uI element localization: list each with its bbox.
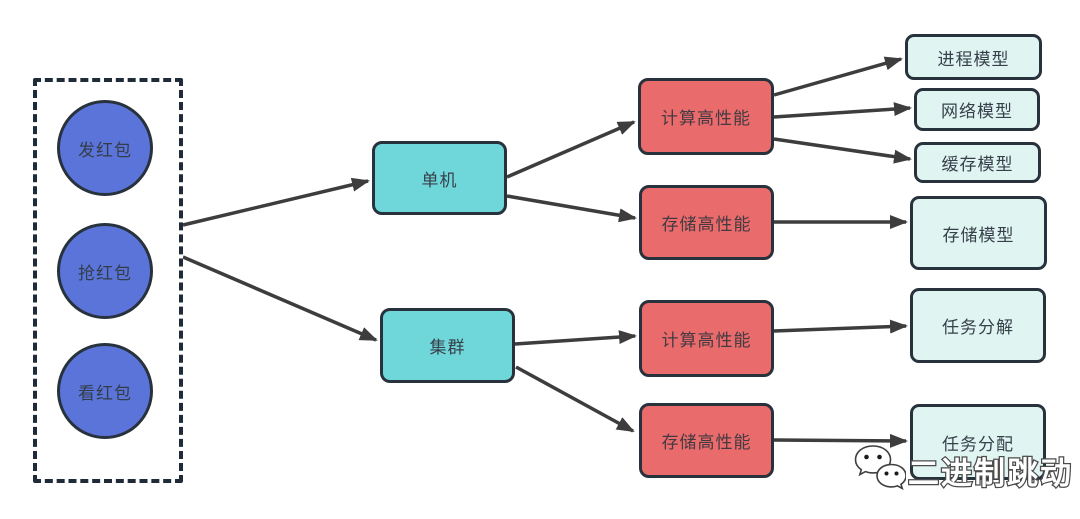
arrow-storage-to-task-allocation — [773, 433, 908, 448]
arrow-cluster-to-compute — [514, 330, 637, 346]
node-label: 计算高性能 — [661, 109, 751, 129]
node-task-allocation: 任务分配 — [910, 404, 1046, 480]
node-storage-high-perf-cluster: 存储高性能 — [639, 403, 774, 478]
node-single-machine: 单机 — [372, 141, 507, 215]
arrow-cluster-to-storage — [515, 365, 635, 433]
node-label: 进程模型 — [937, 49, 1010, 70]
node-network-model: 网络模型 — [914, 88, 1040, 131]
node-cache-model: 缓存模型 — [914, 142, 1041, 183]
node-label: 任务分解 — [942, 318, 1014, 338]
node-task-decomposition: 任务分解 — [910, 288, 1046, 363]
node-cluster: 集群 — [380, 308, 515, 383]
arrow-compute-to-process-model — [773, 56, 903, 97]
arrow-scenarios-to-single-machine — [182, 177, 370, 227]
node-storage-model: 存储模型 — [910, 196, 1047, 270]
node-label: 看红包 — [78, 383, 132, 404]
node-label: 计算高性能 — [661, 331, 752, 351]
node-label: 存储高性能 — [661, 433, 752, 453]
node-label: 网络模型 — [941, 102, 1013, 122]
arrow-compute-to-cache-model — [773, 137, 912, 164]
node-compute-high-perf-cluster: 计算高性能 — [639, 300, 774, 377]
arrow-single-machine-to-storage — [506, 194, 637, 223]
node-label: 任务分配 — [942, 434, 1014, 455]
node-label: 缓存模型 — [941, 155, 1014, 175]
node-grab-red-packet: 抢红包 — [57, 223, 153, 319]
wechat-icon — [854, 445, 906, 491]
node-label: 存储高性能 — [661, 215, 752, 235]
arrow-single-machine-to-compute — [506, 120, 636, 179]
node-label: 抢红包 — [78, 263, 132, 284]
node-storage-high-perf-single: 存储高性能 — [639, 185, 774, 260]
arrow-compute-to-network-model — [773, 102, 912, 119]
node-label: 发红包 — [78, 140, 132, 161]
node-label: 单机 — [421, 170, 458, 191]
node-label: 集群 — [429, 338, 466, 358]
node-label: 存储模型 — [942, 225, 1015, 246]
arrow-compute-to-task-decomposition — [773, 319, 908, 334]
node-compute-high-perf-single: 计算高性能 — [638, 78, 774, 155]
node-send-red-packet: 发红包 — [57, 100, 153, 196]
arrow-scenarios-to-cluster — [182, 255, 378, 342]
node-view-red-packet: 看红包 — [57, 343, 153, 439]
node-process-model: 进程模型 — [905, 34, 1042, 80]
